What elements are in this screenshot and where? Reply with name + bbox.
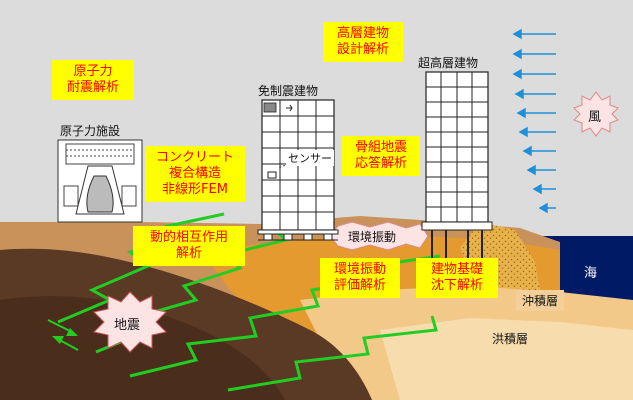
super-highrise-building-icon bbox=[421, 71, 493, 258]
frame-seismic-line-2: 応答解析 bbox=[354, 156, 407, 171]
diluvium-layer bbox=[380, 318, 633, 400]
super-highrise-building-label: 超高層建物 bbox=[418, 56, 479, 70]
nuclear-seismic-line-2: 耐震解析 bbox=[66, 80, 119, 95]
sea-label: 海 bbox=[584, 266, 598, 281]
seismic-wave-4 bbox=[227, 315, 438, 392]
sensor-label: センサー bbox=[286, 150, 334, 166]
env-vibration-eval-line-1: 環境振動 bbox=[333, 262, 386, 277]
highrise-design-line-2: 設計解析 bbox=[336, 42, 389, 57]
bedrock-inner bbox=[0, 296, 285, 400]
concrete-fem-analysis-box: コンクリート 複合構造 非線形FEM bbox=[145, 146, 245, 202]
earthquake-burst bbox=[92, 291, 168, 353]
nuclear-facility-label: 原子力施設 bbox=[60, 124, 121, 138]
seismic-isolation-building-icon bbox=[257, 99, 339, 241]
wave-arrowhead-1 bbox=[66, 328, 78, 336]
nuclear-seismic-line-1: 原子力 bbox=[73, 64, 113, 79]
dynamic-interaction-line-1: 動的相互作用 bbox=[149, 230, 228, 245]
frame-seismic-response-analysis-box: 骨組地震 応答解析 bbox=[342, 136, 420, 176]
highrise-design-analysis-box: 高層建物 設計解析 bbox=[323, 22, 403, 62]
diluvium-label: 洪積層 bbox=[486, 328, 535, 349]
foundation-settlement-analysis-box: 建物基礎 沈下解析 bbox=[416, 258, 498, 298]
concrete-fem-line-1: コンクリート bbox=[155, 150, 234, 165]
dynamic-interaction-analysis-box: 動的相互作用 解析 bbox=[133, 226, 245, 266]
seismic-isolation-building-label: 免制震建物 bbox=[258, 84, 319, 98]
foundation-settlement-line-1: 建物基礎 bbox=[430, 262, 483, 277]
wind-label: 風 bbox=[588, 110, 602, 125]
wind-arrows bbox=[512, 28, 556, 214]
concrete-fem-line-2: 複合構造 bbox=[168, 166, 221, 181]
wave-arrowhead-2 bbox=[52, 336, 64, 344]
dynamic-interaction-line-2: 解析 bbox=[175, 246, 202, 261]
wind-burst bbox=[573, 91, 619, 137]
concrete-fem-line-3: 非線形FEM bbox=[162, 182, 228, 197]
nuclear-facility-icon bbox=[57, 139, 143, 223]
foundation-settlement-line-2: 沈下解析 bbox=[430, 278, 483, 293]
wave-arrow-1 bbox=[47, 319, 73, 333]
highrise-design-line-1: 高層建物 bbox=[336, 26, 389, 41]
earthquake-label: 地震 bbox=[114, 318, 141, 333]
environmental-vibration-label: 環境振動 bbox=[348, 230, 397, 244]
environmental-vibration-evaluation-box: 環境振動 評価解析 bbox=[320, 258, 400, 298]
alluvium-label: 沖積層 bbox=[516, 290, 565, 311]
env-vibration-eval-line-2: 評価解析 bbox=[333, 278, 386, 293]
frame-seismic-line-1: 骨組地震 bbox=[354, 140, 407, 155]
environmental-vibration-burst bbox=[329, 221, 429, 251]
nuclear-seismic-analysis-box: 原子力 耐震解析 bbox=[52, 60, 134, 100]
